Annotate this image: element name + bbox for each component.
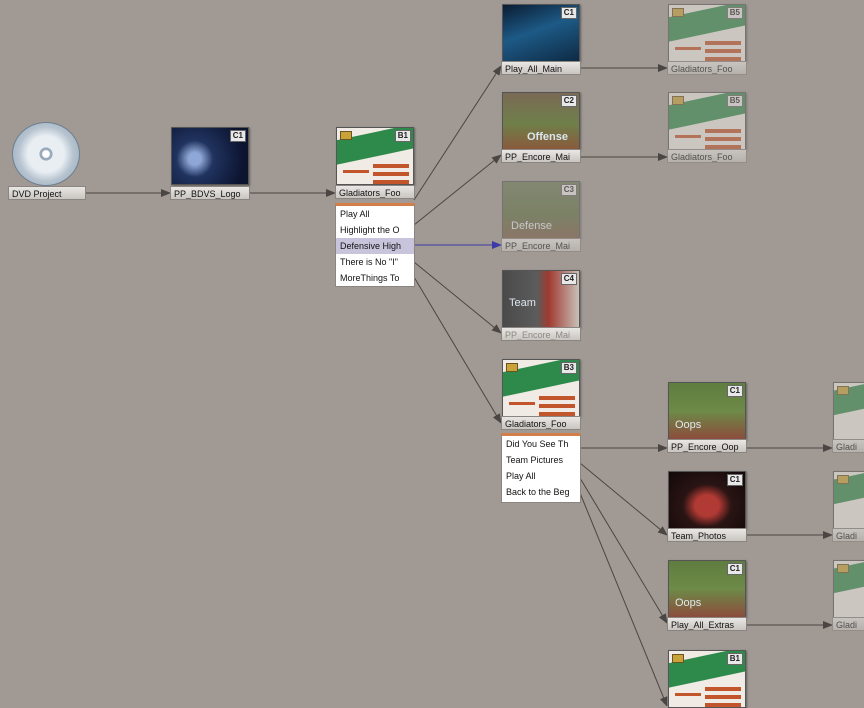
menu-button-item[interactable]: There is No "I" (340, 257, 398, 267)
menu-icon (672, 654, 684, 663)
menu-icon (837, 386, 849, 395)
play-all-main-thumbnail: C1 (502, 4, 580, 62)
wire-submenu-to-bottom (579, 492, 668, 706)
menu-button-item[interactable]: Back to the Beg (506, 487, 570, 497)
menu-button-item[interactable]: MoreThings To (340, 273, 400, 283)
gladiators-menu-node-2[interactable]: B5 Gladiators_Foo (667, 92, 747, 164)
wire-menu-to-encore3 (413, 261, 502, 334)
main-menu-node[interactable]: B1 Gladiators_Foo Play All Highlight the… (335, 127, 415, 287)
timeline-tag: C3 (560, 184, 577, 196)
encore-main-node-2[interactable]: C3 Defense PP_Encore_Mai (501, 181, 581, 253)
thumbnail-caption: Team (509, 297, 536, 309)
encore-main-node-1[interactable]: C2 Offense PP_Encore_Mai (501, 92, 581, 164)
right-menu-label-1: Gladi (832, 439, 864, 453)
menu-tag: B3 (560, 362, 577, 374)
menu-tag: B1 (394, 130, 411, 142)
logo-label: PP_BDVS_Logo (170, 186, 250, 200)
right-menu-thumbnail-1 (833, 382, 864, 440)
main-menu-label: Gladiators_Foo (335, 185, 415, 199)
timeline-tag: C1 (726, 563, 743, 575)
menu-tag: B5 (726, 7, 743, 19)
logo-timeline-node[interactable]: C1 PP_BDVS_Logo (170, 127, 250, 202)
menu-icon (672, 96, 684, 105)
dvd-project-node[interactable]: DVD Project (6, 122, 86, 202)
wire-menu-to-playall (413, 65, 502, 201)
play-all-main-node[interactable]: C1 Play_All_Main (501, 4, 581, 76)
sub-menu-button-list: Did You See Th Team Pictures Play All Ba… (501, 433, 581, 503)
menu-button-item[interactable]: Play All (506, 471, 536, 481)
menu-button-item[interactable]: Did You See Th (506, 439, 569, 449)
encore-oops-thumbnail: C1 Oops (668, 382, 746, 440)
play-all-extras-node[interactable]: C1 Oops Play_All_Extras (667, 560, 747, 632)
menu-icon (340, 131, 352, 140)
right-menu-label-2: Gladi (832, 528, 864, 542)
timeline-tag: C1 (560, 7, 577, 19)
menu-icon (506, 363, 518, 372)
menu-tag: B5 (726, 95, 743, 107)
play-all-main-label: Play_All_Main (501, 61, 581, 75)
right-menu-node-3[interactable]: Gladi (832, 560, 864, 632)
encore-main-thumbnail-1: C2 Offense (502, 92, 580, 150)
right-menu-thumbnail-2 (833, 471, 864, 529)
menu-icon (837, 564, 849, 573)
main-menu-button-list: Play All Highlight the O Defensive High … (335, 203, 415, 287)
bottom-menu-node[interactable]: B1 (667, 650, 747, 708)
encore-main-thumbnail-3: C4 Team (502, 270, 580, 328)
right-menu-node-2[interactable]: Gladi (832, 471, 864, 543)
menu-icon (672, 8, 684, 17)
menu-icon (837, 475, 849, 484)
timeline-tag: C1 (229, 130, 246, 142)
main-menu-thumbnail: B1 (336, 127, 414, 185)
thumbnail-caption: Oops (675, 419, 702, 431)
thumbnail-caption: Offense (527, 131, 568, 143)
team-photos-label: Team_Photos (667, 528, 747, 542)
thumbnail-caption: Defense (511, 220, 552, 232)
timeline-tag: C4 (560, 273, 577, 285)
encore-main-label-1: PP_Encore_Mai (501, 149, 581, 163)
team-photos-thumbnail: C1 (668, 471, 746, 529)
encore-main-label-2: PP_Encore_Mai (501, 238, 581, 252)
sub-menu-node[interactable]: B3 Gladiators_Foo Did You See Th Team Pi… (501, 359, 581, 503)
gladiators-menu-node-1[interactable]: B5 Gladiators_Foo (667, 4, 747, 76)
menu-button-item[interactable]: Play All (340, 209, 370, 219)
encore-main-label-3: PP_Encore_Mai (501, 327, 581, 341)
gladiators-menu-label-1: Gladiators_Foo (667, 61, 747, 75)
encore-main-thumbnail-2: C3 Defense (502, 181, 580, 239)
wire-menu-to-encore1 (413, 154, 502, 226)
sub-menu-thumbnail: B3 (502, 359, 580, 417)
gladiators-menu-thumbnail-2: B5 (668, 92, 746, 150)
menu-tag: B1 (726, 653, 743, 665)
wire-menu-to-submenu (413, 276, 502, 424)
bottom-menu-thumbnail: B1 (668, 650, 746, 708)
menu-button-item[interactable]: Highlight the O (340, 225, 400, 235)
gladiators-menu-thumbnail-1: B5 (668, 4, 746, 62)
logo-thumbnail: C1 (171, 127, 249, 185)
right-menu-label-3: Gladi (832, 617, 864, 631)
gladiators-menu-label-2: Gladiators_Foo (667, 149, 747, 163)
dvd-project-label: DVD Project (8, 186, 86, 200)
encore-oops-label: PP_Encore_Oop (667, 439, 747, 453)
team-photos-node[interactable]: C1 Team_Photos (667, 471, 747, 543)
play-all-extras-thumbnail: C1 Oops (668, 560, 746, 618)
timeline-tag: C1 (726, 385, 743, 397)
right-menu-node-1[interactable]: Gladi (832, 382, 864, 454)
disc-icon (12, 122, 80, 186)
thumbnail-caption: Oops (675, 597, 702, 609)
menu-button-item-selected[interactable]: Defensive High (336, 238, 414, 254)
timeline-tag: C2 (560, 95, 577, 107)
encore-main-node-3[interactable]: C4 Team PP_Encore_Mai (501, 270, 581, 342)
timeline-tag: C1 (726, 474, 743, 486)
sub-menu-label: Gladiators_Foo (501, 416, 581, 430)
menu-button-item[interactable]: Team Pictures (506, 455, 564, 465)
wire-submenu-to-photos (579, 462, 668, 536)
right-menu-thumbnail-3 (833, 560, 864, 618)
play-all-extras-label: Play_All_Extras (667, 617, 747, 631)
wire-submenu-to-extras (579, 477, 668, 624)
encore-oops-node[interactable]: C1 Oops PP_Encore_Oop (667, 382, 747, 454)
